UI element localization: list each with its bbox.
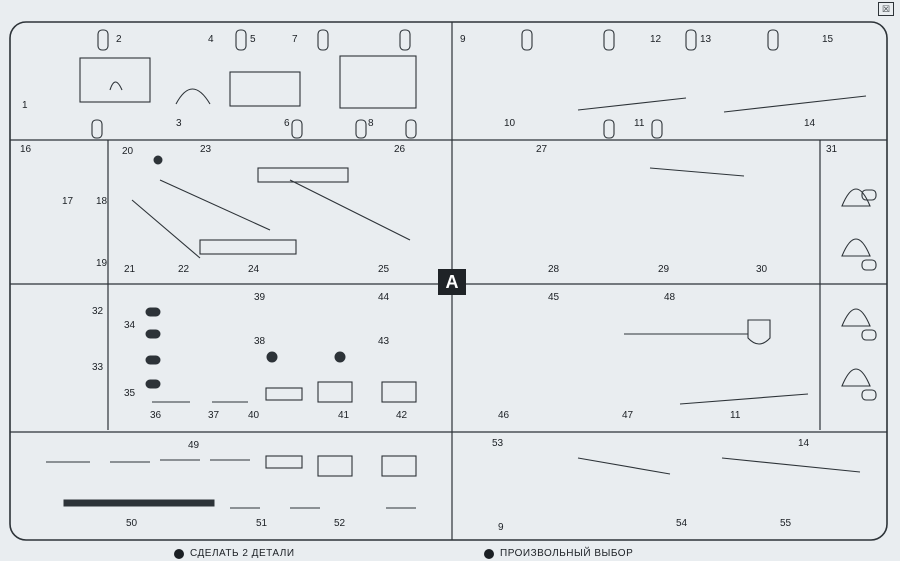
part-label: 35 xyxy=(124,388,136,399)
part-label: 38 xyxy=(254,336,266,347)
part-label: 11 xyxy=(730,410,741,421)
part-label: 31 xyxy=(826,144,838,155)
part-label: 12 xyxy=(650,34,662,45)
part-8-plate xyxy=(339,55,417,109)
part-label: 24 xyxy=(248,264,260,275)
part-label: 10 xyxy=(504,118,516,129)
circle-icon xyxy=(484,548,494,559)
part-label: 9 xyxy=(460,34,466,45)
part-label: 52 xyxy=(334,518,346,529)
part-label: 36 xyxy=(150,410,162,421)
part-label: 15 xyxy=(822,34,834,45)
part-2-detail xyxy=(109,81,123,91)
part-label: 27 xyxy=(536,144,548,155)
part-label: 14 xyxy=(798,438,810,449)
gate-tabs xyxy=(91,29,877,401)
part-label: 23 xyxy=(200,144,212,155)
part-label: 33 xyxy=(92,362,104,373)
machine-gun-parts xyxy=(131,167,411,259)
shovel-part xyxy=(624,319,771,345)
circle-icon xyxy=(174,548,184,559)
legend-optional-text: ПРОИЗВОЛЬНЫЙ ВЫБОР xyxy=(500,548,634,559)
part-label: 20 xyxy=(122,146,134,157)
rifle-parts xyxy=(577,95,867,475)
part-3-arc xyxy=(175,88,211,105)
part-label: 21 xyxy=(124,264,136,275)
part-label: 55 xyxy=(780,518,792,529)
part-label: 2 xyxy=(116,34,122,45)
part-label: 4 xyxy=(208,34,214,45)
part-label: 54 xyxy=(676,518,688,529)
part-label: 13 xyxy=(700,34,712,45)
part-label: 8 xyxy=(368,118,374,129)
part-label: 39 xyxy=(254,292,266,303)
part-6-plate xyxy=(229,71,301,107)
legend-item-optional: ПРОИЗВОЛЬНЫЙ ВЫБОР xyxy=(484,548,633,559)
legend-make-two-text: СДЕЛАТЬ 2 ДЕТАЛИ xyxy=(190,548,295,559)
part-label: 18 xyxy=(96,196,108,207)
part-label: 42 xyxy=(396,410,408,421)
part-label: 9 xyxy=(498,522,504,533)
part-label: 40 xyxy=(248,410,260,421)
part-label: 1 xyxy=(22,100,28,111)
part-label: 34 xyxy=(124,320,136,331)
part-label: 44 xyxy=(378,292,390,303)
corner-mark-icon: ☒ xyxy=(878,2,894,16)
part-label: 32 xyxy=(92,306,104,317)
part-label: 30 xyxy=(756,264,768,275)
part-label: 17 xyxy=(62,196,74,207)
part-label: 29 xyxy=(658,264,670,275)
legend-item-make-two: СДЕЛАТЬ 2 ДЕТАЛИ xyxy=(174,548,295,559)
part-label: 49 xyxy=(188,440,200,451)
part-label: 22 xyxy=(178,264,190,275)
part-label: 43 xyxy=(378,336,390,347)
part-label: 50 xyxy=(126,518,138,529)
helmet-parts xyxy=(841,188,871,387)
part-label: 53 xyxy=(492,438,504,449)
grenade-parts xyxy=(145,155,346,389)
part-label: 11 xyxy=(634,118,645,129)
legend: СДЕЛАТЬ 2 ДЕТАЛИ ПРОИЗВОЛЬНЫЙ ВЫБОР xyxy=(0,548,900,561)
part-label: 26 xyxy=(394,144,406,155)
part-label: 25 xyxy=(378,264,390,275)
part-label: 7 xyxy=(292,34,298,45)
bayonet-parts xyxy=(46,401,416,509)
part-label: 41 xyxy=(338,410,350,421)
part-label: 45 xyxy=(548,292,560,303)
part-label: 3 xyxy=(176,118,182,129)
part-label: 28 xyxy=(548,264,560,275)
part-label: 37 xyxy=(208,410,220,421)
part-label: 46 xyxy=(498,410,510,421)
part-label: 6 xyxy=(284,118,290,129)
outer-frame xyxy=(9,21,888,541)
part-label: 48 xyxy=(664,292,676,303)
part-label: 5 xyxy=(250,34,256,45)
part-label: 51 xyxy=(256,518,268,529)
part-label: 16 xyxy=(20,144,32,155)
ammo-belt xyxy=(63,499,215,507)
part-label: 47 xyxy=(622,410,634,421)
part-label: 19 xyxy=(96,258,108,269)
part-2-plate xyxy=(79,57,151,103)
part-labels: 1 2 3 4 5 6 7 8 9 10 11 12 13 14 15 16 1… xyxy=(20,34,838,533)
part-label: 14 xyxy=(804,118,816,129)
ammo-boxes xyxy=(265,381,417,477)
sprue-letter-label: A xyxy=(438,269,466,295)
